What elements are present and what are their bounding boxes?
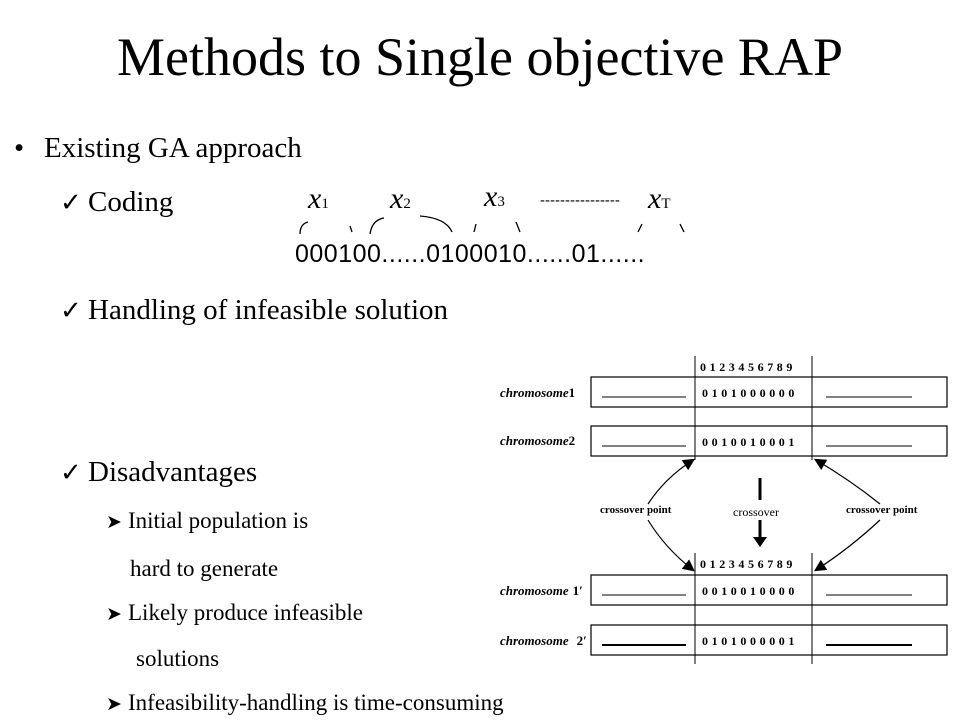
check-item-label: Disadvantages — [88, 456, 258, 488]
gene-index-header-top: 0 1 2 3 4 5 6 7 8 9 — [700, 360, 793, 374]
check-item-label: Handling of infeasible solution — [88, 294, 449, 326]
disadvantage-item-3: ➤ Infeasibility-handling is time-consumin… — [106, 690, 504, 716]
parent-2-box — [590, 425, 948, 457]
brace-x3-right — [515, 221, 521, 233]
crossover-arrowhead-icon — [753, 537, 767, 547]
parent-1-label: chromosome1 — [500, 385, 575, 400]
check-item-label: Coding — [88, 186, 174, 218]
brace-x2-left — [369, 217, 385, 235]
disadvantage-item-2: ➤ Likely produce infeasible — [106, 600, 363, 626]
brace-x3-left — [473, 223, 477, 233]
arrow-to-top-left-point — [647, 458, 696, 505]
brace-x1-right — [349, 225, 353, 233]
arrow-to-bottom-right-point — [813, 519, 881, 572]
disadvantage-text: Likely produce infeasible — [128, 600, 364, 625]
bullet-text: Existing GA approach — [44, 132, 302, 164]
bullet-dot-icon: • — [14, 132, 25, 164]
checkmark-icon: ✓ — [60, 458, 82, 488]
variable-x3: x3 — [484, 180, 505, 213]
coding-dashes: ---------------- — [540, 192, 620, 209]
child-1-genes: 0 0 1 0 0 1 0 0 0 0 — [702, 584, 795, 598]
disadvantage-item-1-cont: hard to generate — [130, 556, 279, 581]
child-2-box — [590, 624, 948, 656]
arrowhead-bullet-icon: ➤ — [106, 511, 122, 533]
parent-1-genes: 0 1 0 1 0 0 0 0 0 0 — [702, 386, 795, 400]
disadvantage-item-1: ➤ Initial population is — [106, 508, 308, 534]
brace-x2-right — [419, 215, 453, 233]
disadvantage-text: Infeasibility-handling is time-consuming — [128, 690, 504, 715]
variable-xT: xT — [648, 182, 671, 215]
crossover-point-left-label: crossover point — [600, 504, 672, 516]
arrow-to-top-right-point — [813, 458, 881, 505]
check-item-coding: ✓Coding — [60, 186, 173, 219]
crossover-label: crossover — [733, 505, 779, 519]
brace-xT-right — [679, 223, 685, 233]
coding-braces — [299, 215, 685, 235]
check-item-infeasible: ✓Handling of infeasible solution — [60, 294, 448, 327]
child-1-box — [590, 574, 948, 606]
arrow-to-bottom-left-point — [647, 519, 695, 572]
variable-x1: x1 — [308, 182, 329, 215]
brace-xT-left — [637, 223, 643, 233]
page-title: Methods to Single objective RAP — [117, 27, 843, 87]
brace-x1-left — [299, 221, 309, 235]
check-item-disadvantages: ✓Disadvantages — [60, 456, 257, 489]
bullet-existing-ga: • Existing GA approach — [14, 132, 302, 165]
variable-x2: x2 — [390, 182, 411, 215]
disadvantage-text: Initial population is — [128, 508, 309, 533]
gene-index-header-bottom: 0 1 2 3 4 5 6 7 8 9 — [700, 557, 793, 571]
parent-2-genes: 0 0 1 0 0 1 0 0 0 1 — [702, 435, 795, 449]
crossover-diagram: 0 1 2 3 4 5 6 7 8 9 chromosome1 0 1 0 1 … — [500, 356, 948, 664]
parent-1-box — [590, 376, 948, 408]
child-2-genes: 0 1 0 1 0 0 0 0 0 1 — [702, 634, 795, 648]
disadvantage-item-2-cont: solutions — [136, 646, 220, 671]
arrowhead-bullet-icon: ➤ — [106, 693, 122, 715]
checkmark-icon: ✓ — [60, 296, 82, 326]
checkmark-icon: ✓ — [60, 188, 82, 218]
coding-bit-string: 000100......0100010......01...... — [295, 240, 646, 268]
crossover-point-right-label: crossover point — [846, 504, 918, 516]
arrowhead-bullet-icon: ➤ — [106, 603, 122, 625]
parent-2-label: chromosome2 — [500, 433, 575, 448]
